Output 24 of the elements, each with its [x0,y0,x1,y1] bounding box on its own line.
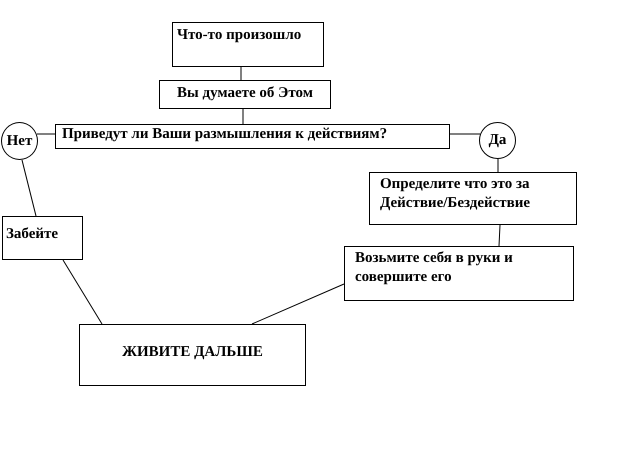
connector-line [240,66,242,80]
process-box [79,324,306,386]
node-text: Что-то произошло [177,26,302,45]
process-box [2,216,83,260]
connector-line [22,160,36,216]
process-box [159,80,331,109]
connector-line [62,260,102,324]
node-text: Нет [6,132,32,150]
node-text: Вы думаете об Этом [176,84,314,103]
connector-line [498,224,500,246]
node-text: Возьмите себя в руки и совершите его [355,249,514,286]
node-text: Приведут ли Ваши размышления к действиям? [62,125,388,144]
process-box [344,246,574,301]
decision-circle [479,122,516,159]
decision-circle [1,122,38,160]
node-text: ЖИВИТЕ ДАЛЬШЕ [121,343,264,362]
connector-line [242,108,244,124]
process-box [172,22,324,67]
node-text: Забейте [6,225,60,244]
connector-line [252,284,344,324]
node-text: Определите что это за Действие/Бездействие [380,175,532,212]
process-box [369,172,577,225]
node-text: Да [488,131,506,150]
process-box [55,124,450,149]
